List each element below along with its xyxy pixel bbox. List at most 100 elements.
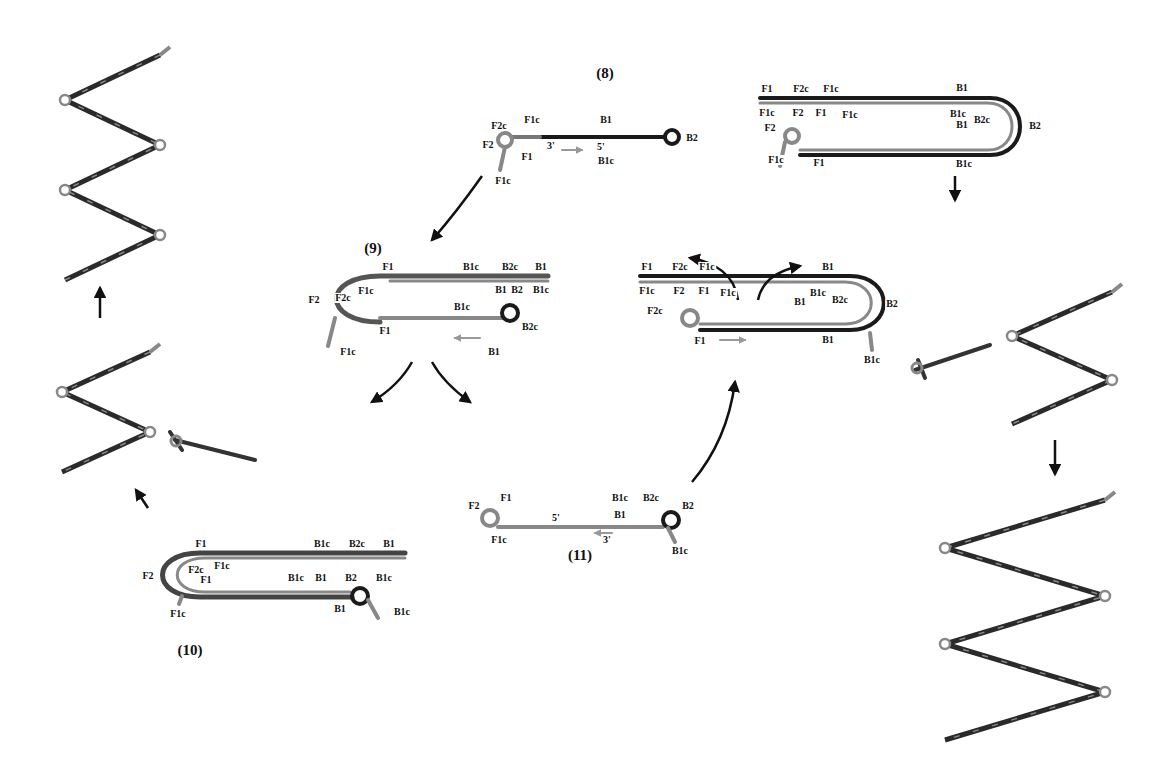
sequence-region-label: B1c (597, 156, 615, 166)
loop (155, 140, 165, 150)
sequence-region-label: B1 (955, 83, 969, 93)
loop (1100, 687, 1110, 697)
sequence-region-label: B2 (1028, 121, 1042, 131)
sequence-region-label: B2 (681, 501, 695, 511)
sequence-region-label: F1 (194, 539, 207, 549)
sequence-region-label: F2 (307, 295, 320, 305)
sequence-region-label: B1 (487, 347, 501, 357)
sequence-region-label: B1c (809, 288, 827, 298)
sequence-region-label: B1c (955, 159, 973, 169)
sequence-region-label: B1 (955, 120, 969, 130)
sequence-region-label: F1 (814, 108, 827, 118)
sequence-region-label: F1c (339, 347, 357, 357)
sequence-region-label: F1c (523, 115, 541, 125)
sequence-region-label: B1c (375, 573, 393, 583)
sequence-region-label: B1c (949, 109, 967, 119)
sequence-region-label: F2 (791, 108, 804, 118)
sequence-region-label: B1c (313, 539, 331, 549)
sequence-region-label: F1 (760, 84, 773, 94)
sequence-region-label: B1 (314, 573, 328, 583)
sequence-region-label: B1c (611, 493, 629, 503)
sequence-region-label: B1c (462, 262, 480, 272)
sequence-region-label: B2c (831, 295, 849, 305)
step-number: (10) (177, 643, 204, 658)
sequence-region-label: F1 (520, 152, 533, 162)
sequence-region-label: B2 (344, 573, 358, 583)
sequence-region-label: B1 (821, 335, 835, 345)
sequence-region-label: B2 (510, 285, 524, 295)
loop (155, 230, 165, 240)
sequence-region-label: B1c (453, 302, 471, 312)
sequence-region-label: B2c (501, 262, 519, 272)
sequence-region-label: B1c (863, 355, 881, 365)
sequence-region-label: B1 (599, 115, 613, 125)
loop (57, 387, 67, 397)
concatemer-strand (62, 352, 150, 472)
loop (60, 95, 70, 105)
concatemer-strand (945, 500, 1105, 740)
loop (1107, 375, 1117, 385)
sequence-region-label: F1c (357, 286, 375, 296)
loop (940, 639, 950, 649)
sequence-region-label: B1 (382, 539, 396, 549)
sequence-region-label: B1c (287, 573, 305, 583)
sequence-region-label: F1 (378, 326, 391, 336)
concatemer-products (57, 47, 1122, 740)
sequence-region-label: F1 (697, 286, 710, 296)
sequence-region-label: F1c (494, 176, 512, 186)
sequence-region-label: F1c (213, 561, 231, 571)
sequence-region-label: B1c (393, 607, 411, 617)
complement-strand (65, 55, 160, 280)
sequence-region-label: F1c (841, 110, 859, 120)
sequence-region-label: F1 (693, 336, 706, 346)
sequence-region-label: F1c (758, 108, 776, 118)
sequence-region-label: F1c (822, 84, 840, 94)
complement-strand (62, 352, 150, 472)
sequence-region-label: B1c (532, 285, 550, 295)
concatemer-strand (65, 55, 160, 280)
strand-end (1105, 492, 1115, 500)
sequence-region-label: B1 (494, 285, 508, 295)
sequence-region-label: F1c (698, 262, 716, 272)
sequence-region-label: B1c (671, 546, 689, 556)
sequence-region-label: F2 (481, 140, 494, 150)
sequence-region-label: F1 (381, 262, 394, 272)
sequence-region-label: F1 (199, 575, 212, 585)
strand-end (160, 47, 170, 55)
loop (60, 185, 70, 195)
complement-strand (945, 500, 1105, 740)
loop (1007, 331, 1017, 341)
sequence-region-label: F2 (672, 286, 685, 296)
sequence-region-label: F2c (334, 293, 352, 303)
sequence-region-label: F2c (646, 306, 664, 316)
step-number: (8) (595, 66, 615, 81)
loop (1100, 591, 1110, 601)
dna-structures (163, 98, 1021, 618)
sequence-region-label: B1 (613, 510, 627, 520)
sequence-region-label: B1 (793, 297, 807, 307)
sequence-region-label: F2c (792, 84, 810, 94)
sequence-region-label: F1c (169, 609, 187, 619)
sequence-region-label: F1c (638, 286, 656, 296)
sequence-region-label: 5' (551, 513, 561, 523)
step-number: (11) (567, 548, 593, 563)
sequence-region-label: 3' (546, 141, 556, 151)
sequence-region-label: F2 (763, 123, 776, 133)
sequence-region-label: B1 (534, 262, 548, 272)
sequence-region-label: F1c (767, 155, 785, 165)
sequence-region-label: B2 (885, 299, 899, 309)
sequence-region-label: B2c (973, 115, 991, 125)
strand-end (1112, 284, 1122, 292)
sequence-region-label: F1c (719, 288, 737, 298)
sequence-region-label: F2c (187, 565, 205, 575)
concatemer-strand (1012, 292, 1112, 424)
cycle-arrows (100, 176, 1055, 508)
sequence-region-label: F2c (671, 262, 689, 272)
sequence-region-label: B1 (333, 604, 347, 614)
sequence-region-label: B1 (821, 262, 835, 272)
sequence-region-label: F1 (499, 493, 512, 503)
sequence-region-label: F2 (141, 571, 154, 581)
sequence-region-label: F2 (467, 501, 480, 511)
step-number: (9) (363, 241, 383, 256)
sequence-region-label: B2c (521, 322, 539, 332)
